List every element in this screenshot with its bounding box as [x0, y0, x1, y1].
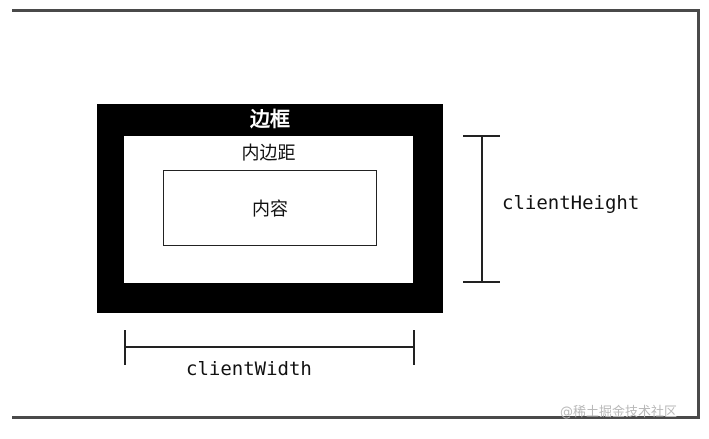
client-width-label: clientWidth — [186, 358, 312, 380]
frame-bottom-line — [12, 416, 700, 419]
border-label: 边框 — [250, 107, 290, 131]
content-label: 内容 — [252, 199, 288, 220]
padding-label: 内边距 — [241, 143, 296, 164]
watermark: @稀土掘金技术社区 — [560, 405, 678, 420]
frame-top-line — [12, 9, 700, 12]
client-height-label: clientHeight — [502, 192, 640, 214]
content-box — [163, 170, 377, 246]
frame-right-line — [697, 9, 700, 419]
